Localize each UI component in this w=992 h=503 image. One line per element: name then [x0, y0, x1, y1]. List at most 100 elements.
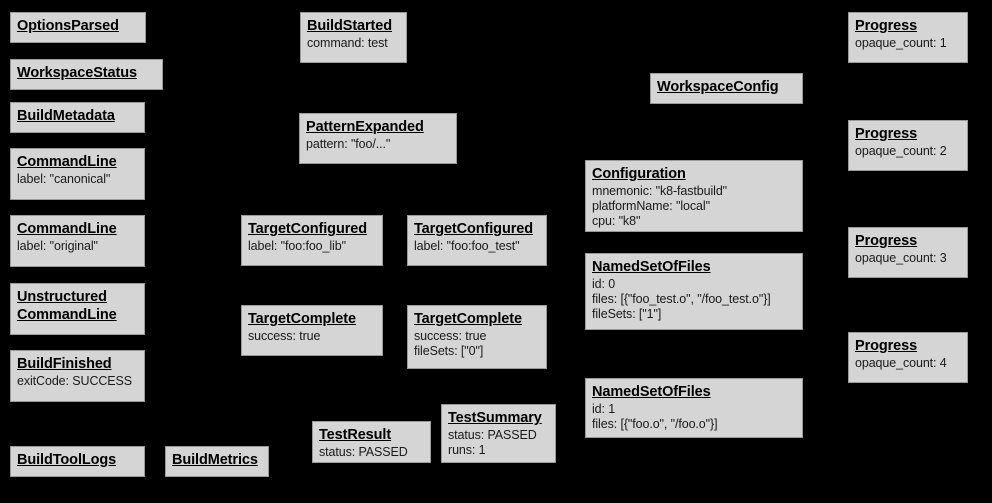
event-node-title: Progress — [855, 125, 961, 143]
event-node-field: fileSets: ["1"] — [592, 307, 662, 321]
event-node-title: WorkspaceConfig — [657, 78, 796, 96]
event-node-options-parsed[interactable]: OptionsParsed — [10, 12, 146, 43]
event-node-title: BuildStarted — [307, 17, 400, 35]
event-node-title-line: BuildFinished — [17, 356, 112, 372]
event-node-workspace-config[interactable]: WorkspaceConfig — [650, 73, 803, 104]
event-node-title: NamedSetOfFiles — [592, 383, 796, 401]
event-node-field: opaque_count: 3 — [855, 251, 947, 265]
event-node-title: TargetConfigured — [414, 220, 540, 238]
event-node-title: Progress — [855, 17, 961, 35]
event-node-title-line: Progress — [855, 18, 918, 34]
event-node-field: label: "canonical" — [17, 172, 111, 186]
event-node-field: opaque_count: 4 — [855, 356, 947, 370]
event-node-build-finished[interactable]: BuildFinished exitCode: SUCCESS — [10, 350, 145, 402]
event-node-title: Progress — [855, 337, 961, 355]
event-node-field: files: [{"foo_test.o", "/foo_test.o"}] — [592, 292, 771, 306]
event-node-title-line: CommandLine — [17, 307, 117, 323]
event-node-workspace-status[interactable]: WorkspaceStatus — [10, 59, 163, 90]
event-node-title: NamedSetOfFiles — [592, 258, 796, 276]
event-node-field: id: 1 — [592, 402, 616, 416]
event-node-title-line: CommandLine — [17, 154, 117, 170]
event-node-title: Progress — [855, 232, 961, 250]
event-node-title-line: OptionsParsed — [17, 18, 119, 34]
event-node-title-line: Configuration — [592, 166, 686, 182]
event-node-title: OptionsParsed — [17, 17, 139, 35]
event-node-title-line: TargetConfigured — [414, 221, 533, 237]
event-node-target-configured-foo-lib[interactable]: TargetConfigured label: "foo:foo_lib" — [241, 215, 383, 266]
event-node-pattern-expanded[interactable]: PatternExpanded pattern: "foo/..." — [299, 113, 457, 164]
event-node-title: TargetComplete — [414, 310, 540, 328]
event-node-title-line: NamedSetOfFiles — [592, 259, 711, 275]
event-node-target-configured-foo-test[interactable]: TargetConfigured label: "foo:foo_test" — [407, 215, 547, 266]
event-node-field: status: PASSED — [448, 428, 537, 442]
event-node-build-tool-logs[interactable]: BuildToolLogs — [10, 446, 145, 477]
event-node-target-complete-foo-lib[interactable]: TargetComplete success: true — [241, 305, 383, 356]
event-node-field: label: "foo:foo_test" — [414, 239, 520, 253]
event-node-title: Configuration — [592, 165, 796, 183]
event-node-title: BuildMetrics — [172, 451, 262, 469]
event-node-title: BuildToolLogs — [17, 451, 138, 469]
event-node-title: CommandLine — [17, 220, 138, 238]
event-node-field: platformName: "local" — [592, 199, 710, 213]
event-node-field: mnemonic: "k8-fastbuild" — [592, 184, 728, 198]
event-node-fields: mnemonic: "k8-fastbuild"platformName: "l… — [592, 184, 796, 229]
event-node-title: TestResult — [319, 426, 424, 444]
event-node-field: fileSets: ["0"] — [414, 344, 484, 358]
event-node-fields: success: true — [248, 329, 376, 344]
event-node-title-line: BuildStarted — [307, 18, 393, 34]
event-node-title: PatternExpanded — [306, 118, 450, 136]
event-node-title-line: BuildMetadata — [17, 108, 115, 124]
event-node-fields: label: "original" — [17, 239, 138, 254]
event-node-command-line-canonical[interactable]: CommandLine label: "canonical" — [10, 148, 145, 200]
event-node-fields: label: "foo:foo_lib" — [248, 239, 376, 254]
event-node-fields: opaque_count: 2 — [855, 144, 961, 159]
event-node-field: pattern: "foo/..." — [306, 137, 391, 151]
event-node-title-line: Progress — [855, 233, 918, 249]
event-node-build-metadata[interactable]: BuildMetadata — [10, 102, 145, 133]
event-node-title-line: TestSummary — [448, 410, 542, 426]
event-node-fields: label: "foo:foo_test" — [414, 239, 540, 254]
event-node-field: files: [{"foo.o", "/foo.o"}] — [592, 417, 718, 431]
event-node-fields: exitCode: SUCCESS — [17, 374, 138, 389]
event-node-title-line: WorkspaceStatus — [17, 65, 137, 81]
event-node-title-line: TargetConfigured — [248, 221, 367, 237]
event-node-build-metrics[interactable]: BuildMetrics — [165, 446, 269, 477]
event-node-title: CommandLine — [17, 153, 138, 171]
event-node-title-line: TargetComplete — [248, 311, 356, 327]
event-node-fields: opaque_count: 1 — [855, 36, 961, 51]
event-node-fields: pattern: "foo/..." — [306, 137, 450, 152]
event-node-field: exitCode: SUCCESS — [17, 374, 133, 388]
event-node-title: WorkspaceStatus — [17, 64, 156, 82]
event-node-fields: command: test — [307, 36, 400, 51]
event-node-title-line: WorkspaceConfig — [657, 79, 779, 95]
event-node-title: TestSummary — [448, 409, 549, 427]
event-node-field: label: "foo:foo_lib" — [248, 239, 346, 253]
event-node-progress-3[interactable]: Progress opaque_count: 3 — [848, 227, 968, 278]
event-node-title-line: BuildMetrics — [172, 452, 258, 468]
event-node-fields: opaque_count: 3 — [855, 251, 961, 266]
event-node-configuration[interactable]: Configuration mnemonic: "k8-fastbuild"pla… — [585, 160, 803, 232]
event-node-field: success: true — [414, 329, 487, 343]
event-node-title: BuildMetadata — [17, 107, 138, 125]
event-node-progress-1[interactable]: Progress opaque_count: 1 — [848, 12, 968, 63]
event-node-build-started[interactable]: BuildStarted command: test — [300, 12, 407, 63]
event-node-field: opaque_count: 2 — [855, 144, 947, 158]
event-node-title: TargetConfigured — [248, 220, 376, 238]
event-node-title: TargetComplete — [248, 310, 376, 328]
event-node-fields: status: PASSED — [319, 445, 424, 460]
event-node-field: id: 0 — [592, 277, 616, 291]
event-node-title-line: PatternExpanded — [306, 119, 424, 135]
